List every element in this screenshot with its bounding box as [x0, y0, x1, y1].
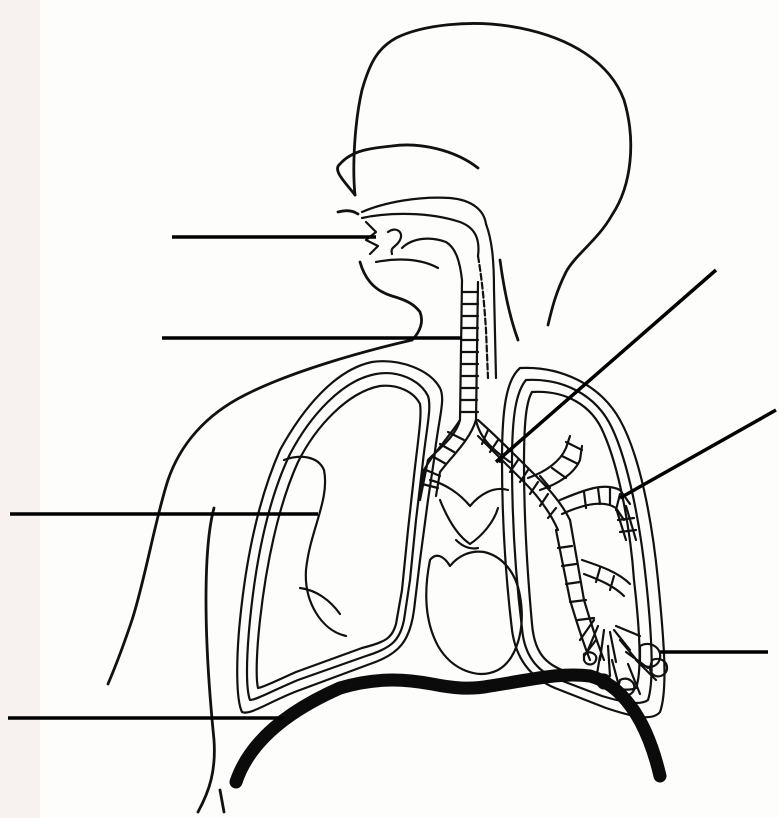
leader-line-bronchus	[496, 270, 716, 462]
leader-line-bronchiole	[620, 410, 776, 498]
bronchi-branches	[420, 420, 636, 660]
head-outline	[338, 23, 631, 340]
left-lung	[237, 361, 442, 712]
right-lung	[502, 368, 664, 717]
